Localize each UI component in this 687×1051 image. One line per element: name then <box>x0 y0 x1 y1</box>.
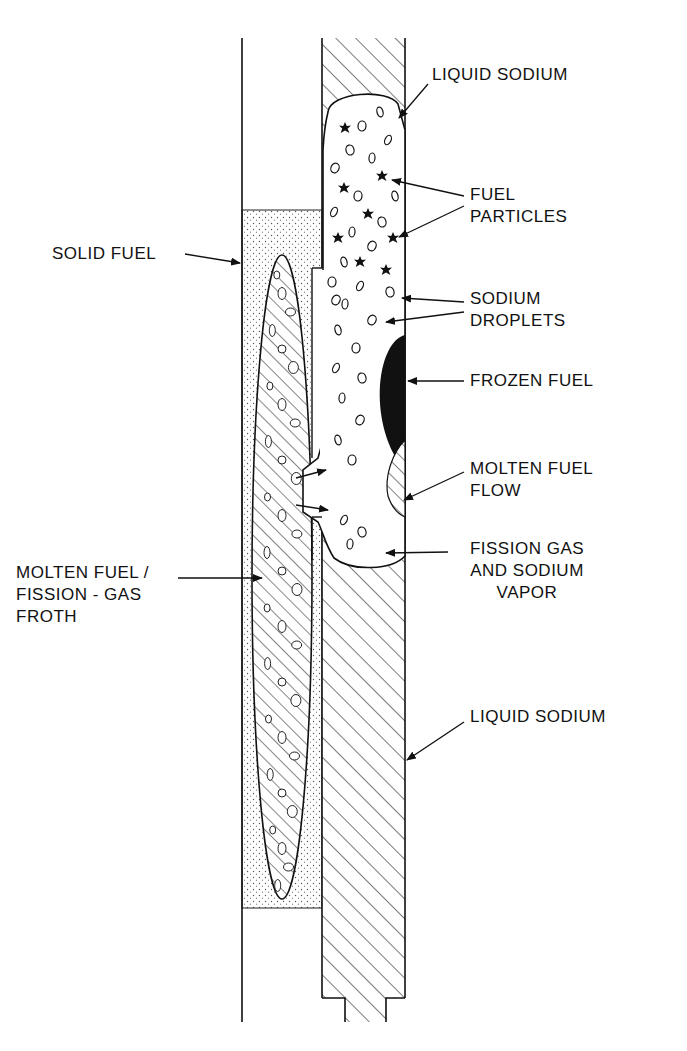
part-label: FISSION GAS AND SODIUM VAPOR <box>452 538 602 604</box>
part-label: SOLID FUEL <box>52 243 182 265</box>
part-label: FROZEN FUEL <box>470 370 660 392</box>
part-label: LIQUID SODIUM <box>470 706 610 728</box>
part-label: SODIUM DROPLETS <box>470 288 600 332</box>
part-label: LIQUID SODIUM <box>432 64 572 86</box>
part-label: FUEL PARTICLES <box>470 184 600 228</box>
part-label: MOLTEN FUEL FLOW <box>470 458 595 502</box>
part-label: MOLTEN FUEL / FISSION - GAS FROTH <box>16 562 176 628</box>
